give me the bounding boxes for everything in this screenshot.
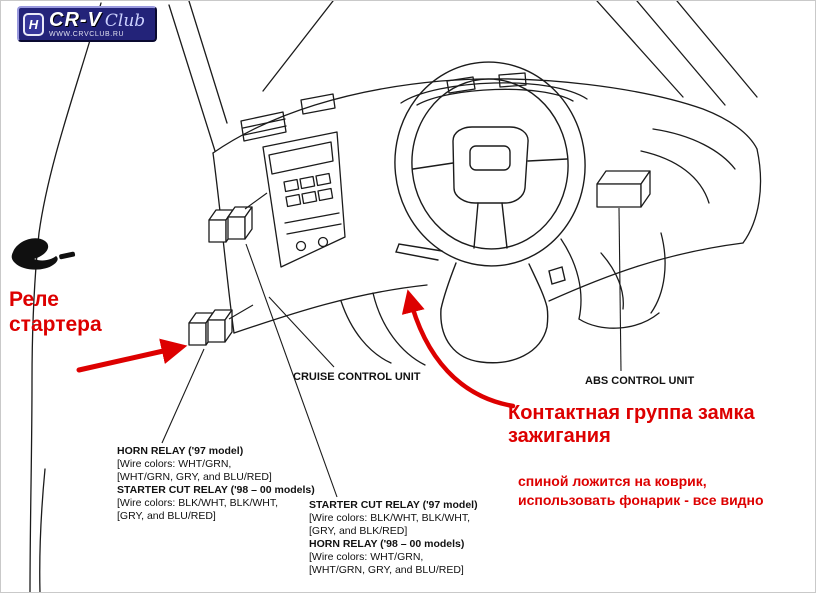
- callout-line: [Wire colors: BLK/WHT, BLK/WHT,: [309, 512, 471, 524]
- logo-url: WWW.CRVCLUB.RU: [49, 31, 125, 38]
- pointer-cruise: [268, 296, 335, 368]
- pointer-right-callout: [245, 243, 338, 498]
- honda-h-icon: H: [23, 12, 44, 36]
- flashlight-note-line2: использовать фонарик - все видно: [518, 492, 764, 508]
- pointer-left-callout: [161, 348, 205, 444]
- starter-cut-relay-97-callout: STARTER CUT RELAY ('97 model) [Wire colo…: [309, 499, 478, 577]
- abs-control-unit-box: [596, 170, 651, 208]
- pointer-abs: [618, 207, 622, 372]
- flashlight-note: спиной ложится на коврик, использовать ф…: [518, 472, 764, 510]
- abs-control-unit-label: ABS CONTROL UNIT: [585, 375, 695, 387]
- car-interior-lines: [29, 1, 762, 592]
- steering-wheel: [394, 61, 586, 364]
- logo-plate: H CR-V Club WWW.CRVCLUB.RU: [17, 6, 158, 42]
- logo-club: Club: [104, 11, 146, 31]
- callout-line: [Wire colors: BLK/WHT, BLK/WHT,: [117, 497, 279, 509]
- starter-relay-arrow: [76, 338, 188, 373]
- callout-line: [GRY, and BLK/RED]: [309, 525, 408, 537]
- horn-relay-97-callout: HORN RELAY ('97 model) [Wire colors: WHT…: [117, 445, 315, 523]
- callout-line: [WHT/GRN, GRY, and BLU/RED]: [309, 564, 464, 576]
- callout-line: STARTER CUT RELAY ('98 – 00 models): [117, 484, 315, 496]
- callout-line: [GRY, and BLU/RED]: [117, 510, 216, 522]
- relay-boxes-lower: [188, 309, 233, 346]
- pointer-lines: [161, 192, 622, 498]
- ignition-group-label: Контактная группа замка зажигания: [508, 402, 755, 448]
- starter-relay-line1: Реле: [9, 288, 59, 311]
- callout-line: [WHT/GRN, GRY, and BLU/RED]: [117, 471, 272, 483]
- logo-brand: CR-V: [49, 9, 102, 31]
- flashlight-note-line1: спиной ложится на коврик,: [518, 473, 707, 489]
- callout-line: HORN RELAY ('98 – 00 models): [309, 538, 465, 550]
- ignition-group-arrow: [401, 289, 516, 409]
- callout-line: [Wire colors: WHT/GRN,: [117, 458, 232, 470]
- callout-line: STARTER CUT RELAY ('97 model): [309, 499, 478, 511]
- crvclub-logo: H CR-V Club WWW.CRVCLUB.RU: [17, 6, 158, 42]
- starter-relay-label: Реле стартера: [9, 287, 102, 337]
- ignition-group-line2: зажигания: [508, 425, 611, 447]
- mirror-silhouette: [11, 238, 76, 270]
- ignition-group-line1: Контактная группа замка: [508, 402, 755, 424]
- relay-boxes-upper: [208, 206, 253, 243]
- starter-relay-line2: стартера: [9, 313, 102, 336]
- cruise-control-unit-label: CRUISE CONTROL UNIT: [293, 371, 421, 383]
- callout-line: [Wire colors: WHT/GRN,: [309, 551, 424, 563]
- callout-line: HORN RELAY ('97 model): [117, 445, 244, 457]
